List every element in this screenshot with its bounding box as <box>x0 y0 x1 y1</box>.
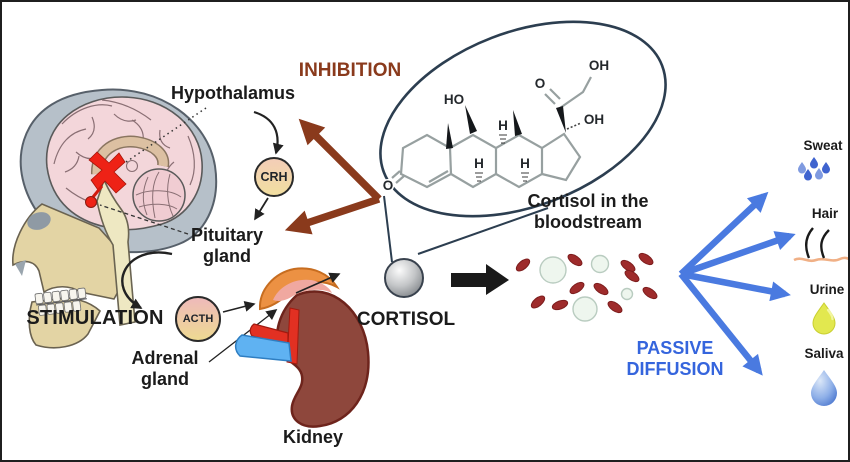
renal-vein <box>234 334 292 362</box>
crh-to-pituitary-arrow <box>254 197 269 221</box>
nasal-notch <box>15 260 26 276</box>
crh-label: CRH <box>260 170 288 184</box>
red-blood-cell <box>567 253 583 267</box>
thalamus-ring <box>125 159 139 173</box>
inhibition-arrow-to-pituitary <box>284 195 381 235</box>
passive-diffusion-arrows <box>678 191 796 376</box>
stimulation-label: STIMULATION <box>26 307 164 329</box>
cortisol-label: CORTISOL <box>356 309 456 330</box>
kidney-illustration <box>234 267 370 428</box>
red-blood-cell <box>515 258 531 272</box>
bloodstream-cells <box>515 252 658 322</box>
acth-label: ACTH <box>182 313 214 325</box>
pointer-lines <box>99 107 207 235</box>
cortisol-bloodstream-label: Cortisol in the bloodstream <box>527 191 649 232</box>
inhibition-label: INHIBITION <box>298 60 402 81</box>
teeth <box>34 287 87 316</box>
crh-circle <box>254 157 294 197</box>
eye-socket <box>27 212 51 230</box>
adrenal-gland-label: Adrenal gland <box>131 348 199 389</box>
red-blood-cell <box>607 300 623 314</box>
pituitary-gland-label: Pituitary gland <box>190 225 264 266</box>
hpa-cascade <box>121 110 294 363</box>
pituitary-stalk <box>91 185 104 198</box>
kidney-label: Kidney <box>282 427 344 447</box>
magnifier-callout: O HO O OH OH H H H <box>379 20 667 298</box>
hypothalamus-label: Hypothalamus <box>170 83 296 103</box>
sweat-label: Sweat <box>803 138 843 153</box>
hair-strands-icon <box>793 227 848 263</box>
cortisol-molecule <box>590 254 610 274</box>
acth-circle <box>175 296 221 342</box>
atom-label-h1: H <box>498 118 508 133</box>
urine-drop-icon <box>812 302 836 335</box>
cortisol-molecule <box>572 296 598 322</box>
atom-label-oh-chain: OH <box>589 58 609 73</box>
saliva-label: Saliva <box>804 346 844 361</box>
acth-to-adrenal-arrow <box>222 301 256 313</box>
atom-label-ho: HO <box>444 92 464 107</box>
stimulation-arrow <box>121 251 173 310</box>
red-blood-cell <box>620 259 636 273</box>
atom-label-h2: H <box>474 156 484 171</box>
cortisol-molecule <box>539 256 567 284</box>
cerebellum-folds <box>135 171 182 219</box>
atom-label-o-ketone: O <box>383 178 394 193</box>
saliva-drop-icon <box>811 370 837 406</box>
atom-label-o-chain: O <box>535 76 546 91</box>
magnifier-left-line <box>383 195 393 263</box>
skin-line <box>793 256 848 263</box>
hypothalamus-to-crh-arrow <box>253 110 284 155</box>
red-blood-cell <box>569 281 585 295</box>
arrow-to-urine <box>680 270 791 302</box>
red-blood-cell <box>530 295 546 309</box>
red-blood-cell <box>638 252 654 266</box>
inhibition-arrow-to-hypothalamus <box>298 118 382 202</box>
hair-label: Hair <box>811 206 839 221</box>
arrow-to-hair <box>679 231 796 278</box>
pituitary-dot <box>85 196 97 208</box>
red-blood-cell <box>624 269 640 283</box>
cortisol-sphere <box>384 258 424 298</box>
sweat-droplets-icon <box>798 157 830 181</box>
cortisol-molecule-structure: O HO O OH OH H H H <box>381 57 610 195</box>
brainstem <box>96 177 136 326</box>
adrenal-to-cortisol-arrow <box>295 272 341 294</box>
red-blood-cell <box>551 299 569 311</box>
magnifier-right-line <box>417 207 549 255</box>
red-blood-cell <box>642 286 658 300</box>
arrow-to-saliva <box>678 271 763 376</box>
hypothalamus-region <box>88 151 127 194</box>
hypothalamus-pointer-line <box>125 107 207 163</box>
cortisol-to-bloodstream-arrow <box>451 264 509 295</box>
inhibition-arrows <box>284 118 382 235</box>
red-blood-cell <box>593 282 609 296</box>
pituitary-pointer-line <box>99 204 189 235</box>
cortisol-molecule <box>620 287 634 301</box>
c17-oh-bond <box>566 122 582 130</box>
atom-label-oh-c17: OH <box>584 112 604 127</box>
passive-diffusion-label: PASSIVE DIFFUSION <box>626 338 724 379</box>
skull-brain-illustration <box>12 88 218 349</box>
atom-label-h3: H <box>520 156 530 171</box>
urine-label: Urine <box>809 282 845 297</box>
arrow-to-sweat <box>678 191 769 277</box>
